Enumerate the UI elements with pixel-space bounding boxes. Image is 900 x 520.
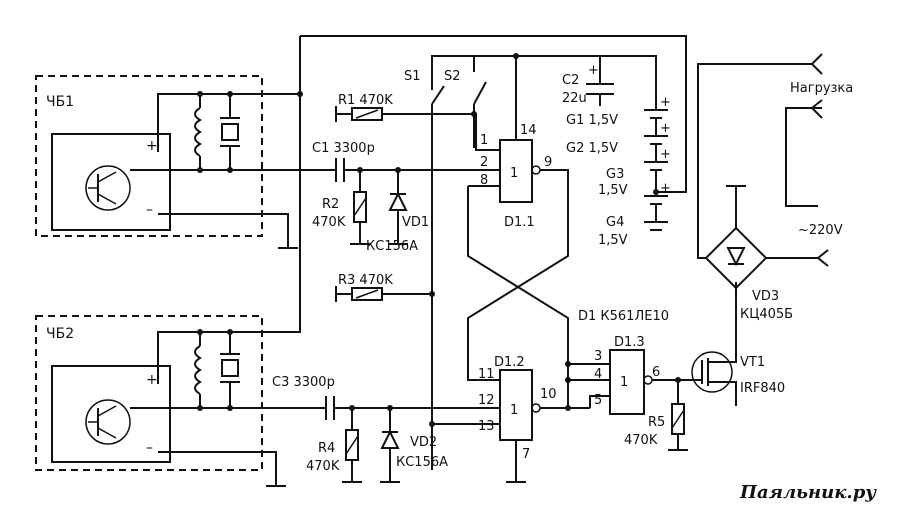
chb2-coil-icon bbox=[194, 332, 202, 408]
d1-chip-label: D1 К561ЛЕ10 bbox=[578, 309, 669, 324]
chb1-transistor-icon bbox=[85, 165, 131, 211]
load-terminals bbox=[785, 53, 829, 267]
c1-capacitor bbox=[300, 158, 476, 182]
vt1-type: IRF840 bbox=[740, 381, 785, 396]
pin-12: 12 bbox=[478, 393, 495, 408]
pin-7: 7 bbox=[522, 447, 530, 462]
pin-2: 2 bbox=[480, 155, 488, 170]
d1-3-gate bbox=[567, 349, 653, 415]
pin-1: 1 bbox=[480, 133, 488, 148]
r5-resistor bbox=[668, 380, 688, 451]
d1-2-gate-symbol: 1 bbox=[510, 403, 518, 418]
r5-value: 470K bbox=[624, 433, 658, 448]
r2-value: 470K bbox=[312, 215, 346, 230]
d1-2-label: D1.2 bbox=[494, 355, 525, 370]
chb1-label: ЧБ1 bbox=[46, 94, 74, 110]
chb2-block: ЧБ2 + – bbox=[35, 36, 318, 487]
chb1-block: ЧБ1 + – bbox=[35, 75, 300, 249]
d1-3-gate-symbol: 1 bbox=[620, 375, 628, 390]
load-label: Нагрузка bbox=[790, 81, 853, 96]
s1-label: S1 bbox=[404, 69, 421, 84]
vd2-type: КС156А bbox=[396, 455, 448, 470]
vd3-bridge-rectifier bbox=[697, 63, 818, 290]
chb1-resonator-icon bbox=[220, 94, 240, 170]
vd1-zener-diode bbox=[388, 170, 408, 245]
r5-label: R5 bbox=[648, 415, 665, 430]
d1-2-gate bbox=[432, 369, 541, 483]
c1-label: C1 3300p bbox=[312, 141, 375, 156]
pin-6: 6 bbox=[652, 365, 660, 380]
chb2-plus-sign: + bbox=[146, 372, 158, 388]
g2-plus: + bbox=[660, 121, 671, 136]
chb1-minus-sign: – bbox=[146, 202, 153, 218]
vt1-mosfet-icon bbox=[691, 282, 737, 406]
pin-4: 4 bbox=[594, 367, 602, 382]
vt1-label: VT1 bbox=[740, 355, 765, 370]
pin-5: 5 bbox=[594, 393, 602, 408]
chb1-dashed-outline bbox=[35, 75, 263, 237]
r1-label: R1 470K bbox=[338, 93, 393, 108]
r4-label: R4 bbox=[318, 441, 335, 456]
d1-1-gate bbox=[468, 114, 541, 203]
c3-capacitor bbox=[318, 396, 500, 420]
s2-label: S2 bbox=[444, 69, 461, 84]
r4-value: 470K bbox=[306, 459, 340, 474]
r3-label: R3 470K bbox=[338, 273, 393, 288]
pin-14: 14 bbox=[520, 123, 537, 138]
pin-13: 13 bbox=[478, 419, 495, 434]
g1-plus: + bbox=[660, 95, 671, 110]
pin-9: 9 bbox=[544, 155, 552, 170]
s1-switch bbox=[431, 72, 445, 470]
g2-label: G2 1,5V bbox=[566, 141, 618, 156]
mains-label: ~220V bbox=[798, 223, 843, 238]
vd2-zener-diode bbox=[380, 408, 400, 483]
r3-resistor bbox=[335, 286, 432, 302]
chb1-coil-icon bbox=[194, 94, 202, 170]
c2-plus-sign: + bbox=[588, 63, 599, 78]
g3-plus: + bbox=[660, 147, 671, 162]
chb1-module-box bbox=[51, 133, 171, 231]
r2-resistor bbox=[350, 170, 370, 245]
vd1-type: КС156А bbox=[366, 239, 418, 254]
pin-11: 11 bbox=[478, 367, 495, 382]
c3-label: C3 3300p bbox=[272, 375, 335, 390]
positive-rail bbox=[300, 35, 687, 193]
chb2-dashed-outline bbox=[35, 315, 263, 471]
vd3-type: КЦ405Б bbox=[740, 307, 793, 322]
r2-label: R2 bbox=[322, 197, 339, 212]
g3-value: 1,5V bbox=[598, 183, 628, 198]
chb2-module-box bbox=[51, 365, 171, 463]
chb1-plus-sign: + bbox=[146, 138, 158, 154]
c2-capacitor bbox=[586, 56, 614, 106]
c2-label: C2 bbox=[562, 73, 579, 88]
chb2-minus-sign: – bbox=[146, 440, 153, 456]
g4-value: 1,5V bbox=[598, 233, 628, 248]
vd2-label: VD2 bbox=[410, 435, 437, 450]
chb2-resonator-icon bbox=[220, 332, 240, 408]
battery-stack bbox=[600, 55, 668, 231]
chb2-transistor-icon bbox=[85, 399, 131, 445]
c2-value: 22u bbox=[562, 91, 587, 106]
r1-resistor bbox=[336, 107, 476, 121]
watermark-text: Паяльник.ру bbox=[739, 482, 877, 503]
g3-label: G3 bbox=[606, 167, 624, 182]
d1-1-label: D1.1 bbox=[504, 215, 535, 230]
r4-resistor bbox=[342, 408, 362, 483]
vd3-label: VD3 bbox=[752, 289, 779, 304]
chb2-label: ЧБ2 bbox=[46, 326, 74, 342]
vd1-label: VD1 bbox=[402, 215, 429, 230]
d1-3-label: D1.3 bbox=[614, 335, 645, 350]
d1-1-gate-symbol: 1 bbox=[510, 166, 518, 181]
g1-label: G1 1,5V bbox=[566, 113, 618, 128]
g4-plus: + bbox=[660, 181, 671, 196]
pin-8: 8 bbox=[480, 173, 488, 188]
pin-3: 3 bbox=[594, 349, 602, 364]
g4-label: G4 bbox=[606, 215, 624, 230]
pin-10: 10 bbox=[540, 387, 557, 402]
